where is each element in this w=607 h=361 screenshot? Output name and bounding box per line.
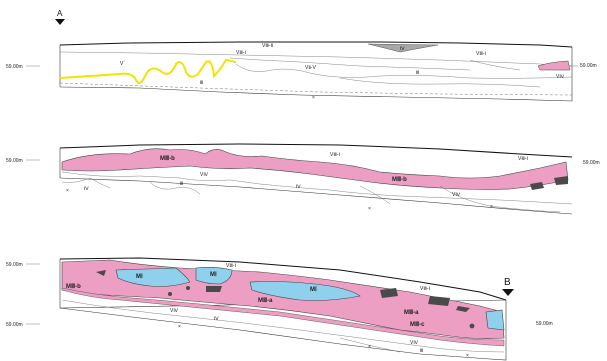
label-mb: MⅢ-b [160, 155, 175, 162]
label-iv: Ⅳ [400, 46, 405, 52]
label-xx: × [368, 344, 371, 350]
section-2-bottom-line [59, 177, 573, 215]
elevation-label-left-2: 59.00m [6, 158, 23, 164]
elevation-label-right-2: 59.00m [583, 160, 600, 166]
pink-lower-band [61, 287, 505, 347]
label-iii: Ⅲ [180, 181, 183, 187]
elevation-label-left-1: 59.00m [6, 64, 23, 70]
label-iv: Ⅳ [214, 316, 219, 322]
label-vz: VⅢ-Ⅰ [518, 156, 528, 162]
grey-lens [367, 43, 439, 53]
label-mb: MⅢ-b [66, 283, 81, 290]
pink-main-layer [61, 148, 569, 190]
label-ma: MⅢ-a [258, 297, 273, 304]
dark-pebble [96, 270, 106, 276]
elevation-label-right-3: 59.00m [536, 321, 553, 327]
label-vy: VⅣ [200, 172, 208, 178]
label-vy: VⅣ [410, 340, 418, 346]
section-1: A 59.00m 59.00m V´ VⅢ-Ⅰ VⅢ-Ⅱ VⅡ-V VⅢ-Ⅰ Ⅳ… [6, 9, 597, 102]
label-xx: × [490, 204, 493, 210]
section-1-layer-line [59, 51, 573, 67]
dark-pebble [168, 292, 172, 296]
dark-block [206, 286, 222, 292]
label-vy: VⅣ [170, 308, 178, 314]
yellow-highlighted-layer [59, 58, 237, 84]
label-mb: MⅢ-b [392, 176, 407, 183]
pink-lens [537, 60, 571, 71]
section-3-top-line [59, 257, 507, 301]
label-vv: VⅡ-V [305, 65, 316, 71]
label-vz: VⅢ-Ⅱ [262, 43, 273, 49]
label-vz: VⅢ-Ⅰ [236, 50, 246, 56]
section-3: 59.00m 59.00m 59.00m B MⅢ-b MⅠ MⅠ M [6, 257, 553, 361]
label-mc: MⅢ-c [410, 321, 425, 328]
label-mi: MⅠ [136, 273, 143, 280]
label-ma: MⅢ-a [404, 309, 419, 316]
label-iii: Ⅲ [416, 70, 419, 76]
label-vz: VⅢ-Ⅰ [226, 263, 236, 269]
section-2-layer-line [61, 171, 573, 205]
dark-pebble [469, 323, 475, 329]
section-1-dashed-line [59, 82, 573, 96]
dark-block [380, 288, 398, 298]
elevation-label-left-3a: 59.00m [6, 262, 23, 268]
label-iii: Ⅲ [420, 348, 423, 354]
section-2-layer-line [359, 185, 391, 205]
dark-pebble [186, 286, 190, 290]
label-xx: × [368, 206, 371, 212]
dark-block [428, 296, 450, 306]
label-vz: VⅢ-Ⅰ [420, 286, 430, 292]
label-iv: Ⅳ [296, 184, 301, 190]
section-1-layer-line [235, 63, 573, 79]
label-xx: × [66, 188, 69, 194]
label-vy: VⅣ [556, 74, 564, 80]
label-mi: MⅠ [210, 271, 217, 278]
section-2: 59.00m 59.00m MⅢ-b MⅢ-b VⅢ-Ⅰ VⅢ-Ⅰ VⅣ VⅣ … [6, 143, 600, 215]
label-vy: VⅣ [452, 192, 460, 198]
marker-b-label: B [504, 277, 511, 288]
section-3-layer-line [339, 337, 401, 353]
label-xx: × [466, 353, 469, 359]
marker-a-label: A [57, 9, 63, 18]
elevation-label-right-1: 59.00m [580, 63, 597, 69]
section-3-layer-line [61, 299, 505, 353]
label-vz: VⅢ-Ⅰ [476, 51, 486, 57]
dark-block [530, 182, 544, 190]
blue-lens [195, 267, 233, 285]
label-xx: × [178, 324, 181, 330]
blue-lens [115, 267, 191, 287]
section-1-layer-line [469, 59, 521, 71]
label-vz: VⅢ-Ⅰ [330, 152, 340, 158]
dark-block [456, 306, 470, 312]
section-2-layer-line [439, 185, 561, 213]
marker-a-arrow [55, 19, 65, 25]
blue-lens [249, 281, 361, 301]
label-v: V´ [120, 61, 125, 67]
section-2-layer-line [61, 177, 111, 189]
section-1-bottom-line [59, 47, 573, 102]
section-1-top-line [59, 41, 573, 48]
label-mi: MⅠ [310, 286, 317, 293]
label-iv: Ⅳ [84, 186, 89, 192]
section-2-layer-line [149, 181, 201, 195]
dark-block [554, 176, 568, 185]
section-2-top-line [59, 143, 573, 158]
section-3-bottom-line [59, 300, 507, 361]
label-xx: × [312, 95, 315, 101]
section-1-layer-line [339, 77, 541, 88]
elevation-label-left-3b: 59.00m [6, 322, 23, 328]
section-1-layer-line [229, 57, 471, 71]
label-iii: Ⅲ [200, 80, 203, 86]
blue-lens [485, 309, 505, 331]
marker-b-arrow [502, 289, 514, 296]
